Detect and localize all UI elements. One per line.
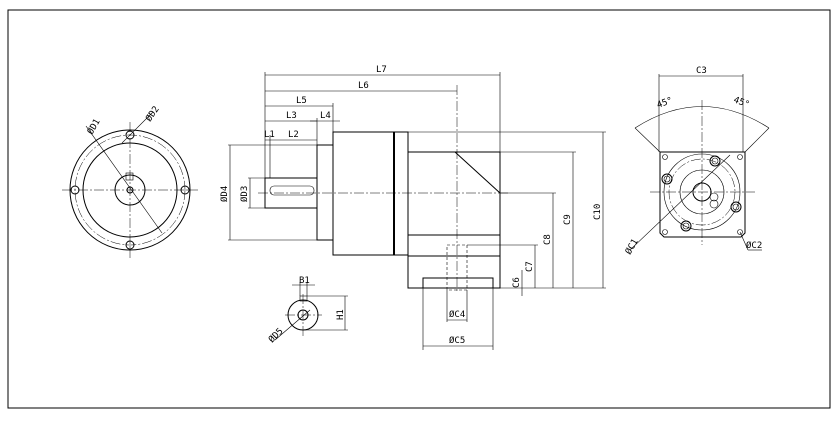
label-l5: L5 — [296, 96, 307, 106]
label-angle-right: 45° — [732, 95, 751, 110]
label-l6: L6 — [358, 81, 369, 91]
label-l2: L2 — [288, 130, 299, 140]
label-d5: ØD5 — [266, 326, 285, 345]
label-c2: ØC2 — [746, 240, 762, 251]
drawing-frame — [7, 9, 831, 409]
label-c9: C9 — [563, 214, 573, 225]
label-d2: ØD2 — [143, 104, 161, 124]
label-l3: L3 — [286, 111, 297, 121]
label-h1: H1 — [336, 309, 346, 320]
label-c5: ØC5 — [449, 335, 465, 346]
label-c10: C10 — [593, 204, 603, 220]
label-b1: B1 — [299, 276, 310, 286]
label-l4: L4 — [320, 111, 331, 121]
label-c7: C7 — [525, 261, 535, 272]
front-view: ØD1 ØD2 — [62, 104, 198, 258]
label-l7: L7 — [376, 65, 387, 75]
label-d4: ØD4 — [219, 186, 230, 202]
label-c1: ØC1 — [623, 237, 641, 257]
shaft-section: B1 H1 ØD5 — [266, 276, 348, 345]
flange-view: C3 45° 45° ØC1 ØC2 — [623, 66, 770, 257]
side-view: L7 L6 L5 L3 L4 L1 L2 ØD4 ØD3 C10 C9 C8 C… — [219, 65, 606, 350]
label-c6: C6 — [512, 277, 522, 288]
label-angle-left: 45° — [656, 96, 675, 111]
label-d1: ØD1 — [85, 117, 103, 137]
label-c8: C8 — [543, 234, 553, 245]
label-c4: ØC4 — [449, 309, 465, 320]
label-d3: ØD3 — [239, 186, 250, 202]
label-l1: L1 — [264, 130, 275, 140]
label-c3: C3 — [696, 66, 707, 76]
